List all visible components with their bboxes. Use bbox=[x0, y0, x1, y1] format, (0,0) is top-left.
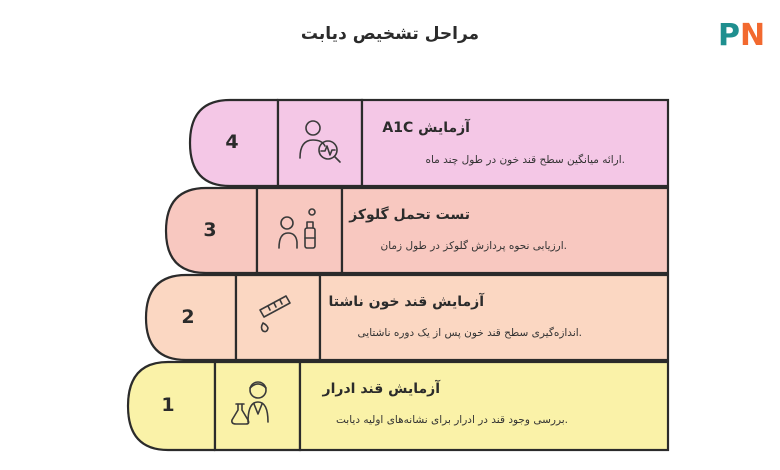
step-1-number: 1 bbox=[161, 394, 175, 416]
step-1-panel bbox=[298, 360, 670, 452]
step-1-connector bbox=[213, 360, 302, 452]
step-2-tab bbox=[144, 273, 238, 362]
scientist-icon bbox=[231, 381, 269, 425]
step-4-tab bbox=[188, 98, 280, 188]
step-4-description: .ارائه میانگین سطح قند خون در طول چند ما… bbox=[425, 154, 625, 166]
logo-letter-n: N bbox=[740, 18, 766, 53]
step-2-number: 2 bbox=[181, 306, 195, 328]
brand-logo: PN bbox=[718, 18, 776, 54]
step-1 bbox=[126, 360, 670, 452]
step-2-title: آزمایش قند خون ناشتا bbox=[328, 294, 485, 310]
page-title: مراحل تشخیص دیابت bbox=[300, 24, 480, 44]
step-1-tab bbox=[126, 360, 217, 452]
test-tube-icon bbox=[259, 295, 291, 333]
step-4-title: آزمایش A1C bbox=[382, 120, 470, 136]
step-1-title: آزمایش قند ادرار bbox=[322, 381, 440, 397]
step-2-description: .اندازه‌گیری سطح قند خون پس از یک دوره ن… bbox=[357, 327, 582, 339]
step-3-description: .ارزیابی نحوه پردازش گلوکز در طول زمان bbox=[380, 240, 568, 252]
step-4 bbox=[188, 98, 670, 188]
step-4-number: 4 bbox=[225, 131, 239, 153]
logo-letter-p: P bbox=[718, 18, 740, 53]
person-chart-icon bbox=[299, 120, 341, 163]
step-4-connector bbox=[276, 98, 364, 188]
step-2 bbox=[144, 273, 670, 362]
step-4-panel bbox=[360, 98, 670, 188]
step-3-title: تست تحمل گلوکز bbox=[349, 207, 470, 223]
step-3 bbox=[164, 186, 670, 275]
step-3-tab bbox=[164, 186, 259, 275]
person-bottle-icon bbox=[278, 208, 316, 249]
step-3-number: 3 bbox=[203, 219, 217, 241]
step-2-connector bbox=[234, 273, 322, 362]
step-3-panel bbox=[340, 186, 670, 275]
step-3-connector bbox=[255, 186, 344, 275]
step-2-panel bbox=[318, 273, 670, 362]
step-1-description: .بررسی وجود قند در ادرار برای نشانه‌های … bbox=[336, 414, 568, 426]
